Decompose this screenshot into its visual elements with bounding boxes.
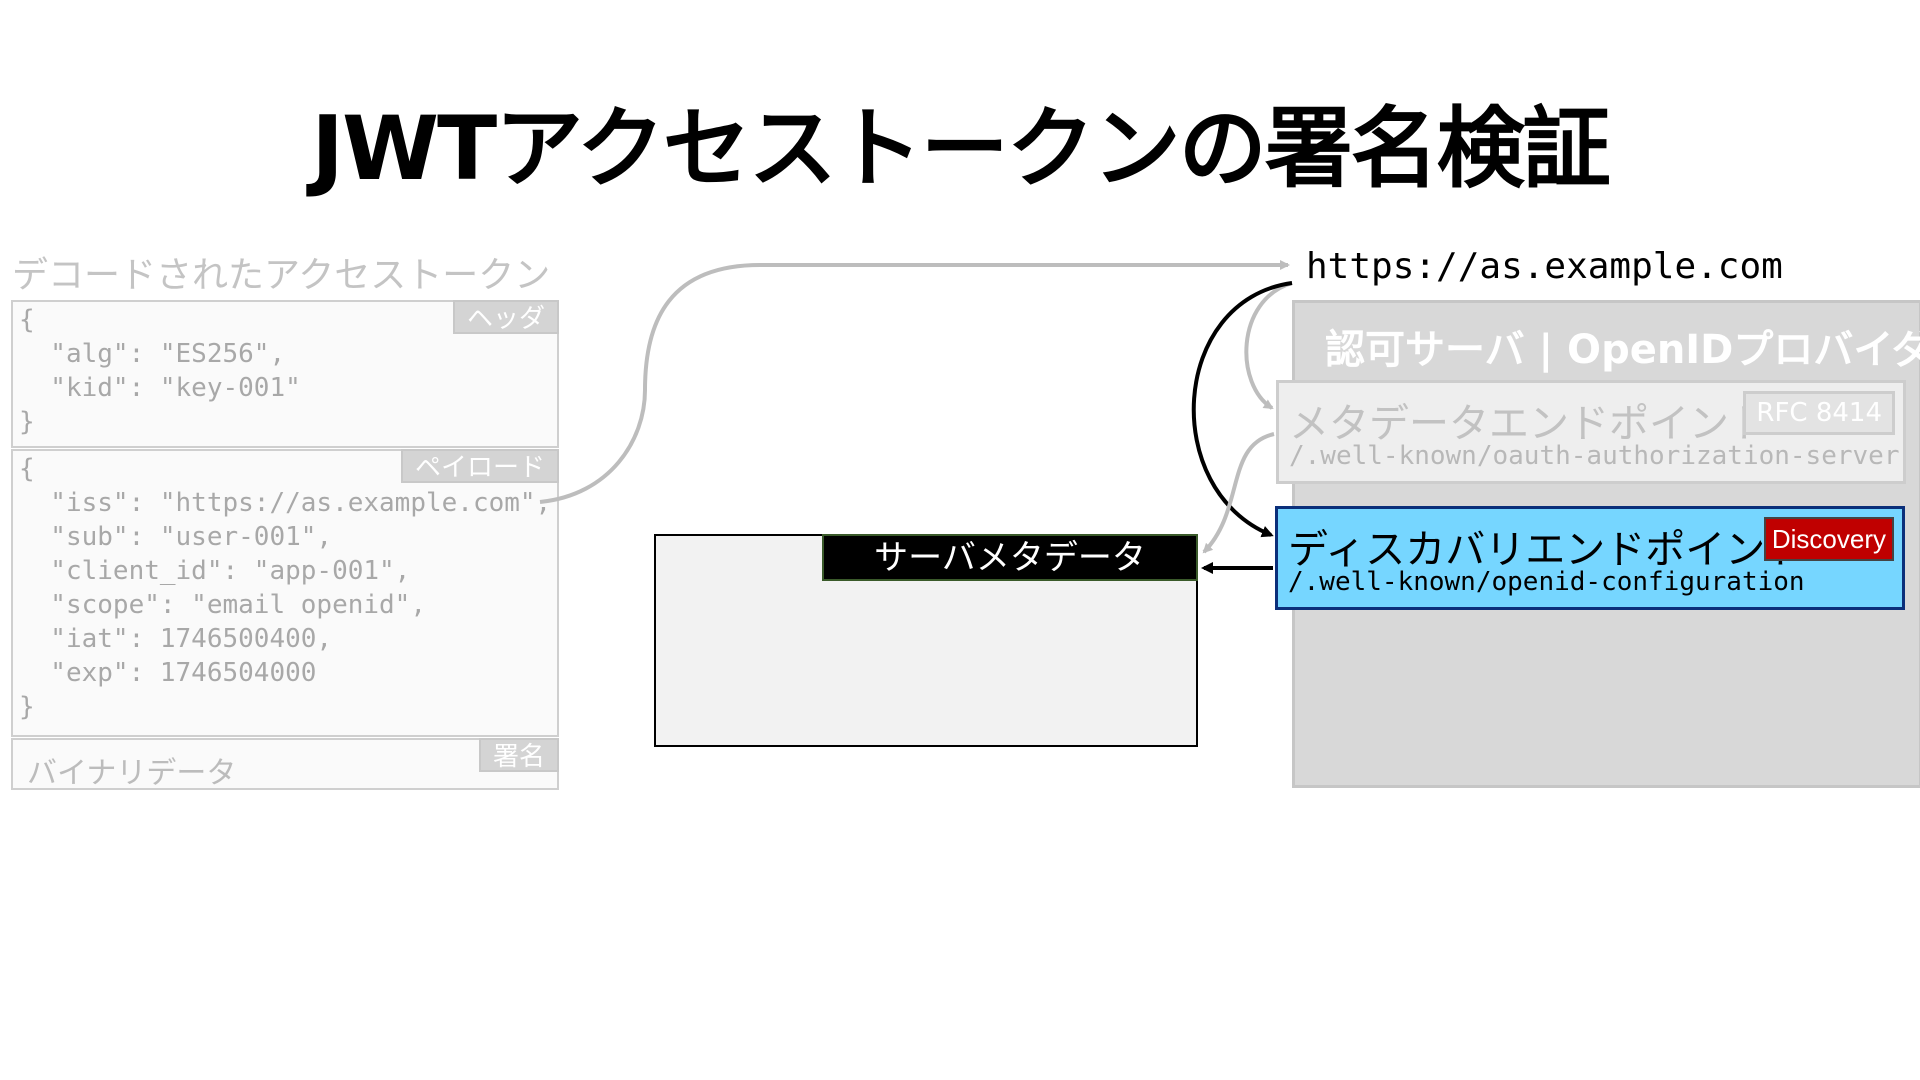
header-line: } — [19, 407, 35, 437]
issuer-to-metadata-endpoint-arrow — [1244, 281, 1293, 410]
jwt-header-section: ヘッダ { "alg": "ES256", "kid": "key-001" } — [11, 300, 559, 448]
header-line: { — [19, 305, 35, 335]
payload-line: { — [19, 454, 35, 484]
payload-line: "exp": 1746504000 — [19, 658, 317, 688]
authorization-server-title: 認可サーバ | OpenIDプロバイダ — [1325, 327, 1920, 373]
rfc-8414-badge: RFC 8414 — [1743, 391, 1895, 435]
payload-line: "client_id": "app-001", — [19, 556, 411, 586]
jwt-payload-section: ペイロード { "iss": "https://as.example.com",… — [11, 449, 559, 737]
iss-to-issuer-arrow — [539, 260, 1290, 504]
issuer-url: https://as.example.com — [1306, 246, 1783, 287]
payload-line: "sub": "user-001", — [19, 522, 333, 552]
metadata-endpoint-path: /.well-known/oauth-authorization-server — [1289, 441, 1900, 471]
signature-label: バイナリデータ — [27, 756, 237, 791]
issuer-to-discovery-endpoint-arrow — [1191, 281, 1293, 538]
jwt-signature-section: 署名 バイナリデータ — [11, 738, 559, 791]
metadata-endpoint-to-metadata-arrow — [1202, 432, 1275, 554]
server-metadata-box: サーバメタデータ — [654, 534, 1198, 747]
page-title: JWTアクセストークンの署名検証 — [311, 97, 1610, 200]
header-line: "kid": "key-001" — [19, 373, 301, 403]
header-line: "alg": "ES256", — [19, 339, 286, 369]
discovery-endpoint-title: ディスカバリエンドポイント — [1288, 527, 1806, 573]
payload-line: "iat": 1746500400, — [19, 624, 333, 654]
payload-tag: ペイロード — [400, 449, 559, 483]
metadata-endpoint-title: メタデータエンドポイント — [1289, 401, 1769, 447]
metadata-endpoint: メタデータエンドポイント RFC 8414 /.well-known/oauth… — [1276, 380, 1906, 484]
payload-line: "iss": "https://as.example.com", — [19, 488, 552, 518]
payload-line: "scope": "email openid", — [19, 590, 426, 620]
discovery-endpoint: ディスカバリエンドポイント Discovery /.well-known/ope… — [1275, 506, 1905, 610]
signature-tag: 署名 — [478, 738, 559, 772]
token-caption: デコードされたアクセストークン — [12, 255, 551, 296]
discovery-badge: Discovery — [1763, 517, 1894, 561]
server-metadata-tag: サーバメタデータ — [822, 534, 1198, 581]
payload-line: } — [19, 692, 35, 722]
header-tag: ヘッダ — [452, 300, 559, 334]
discovery-endpoint-path: /.well-known/openid-configuration — [1288, 567, 1805, 597]
